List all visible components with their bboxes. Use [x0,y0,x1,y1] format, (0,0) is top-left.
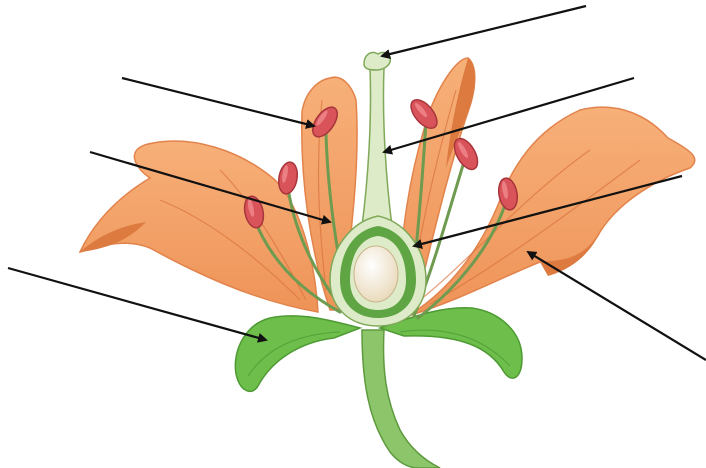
anther [276,161,299,196]
sepal-left [235,316,360,391]
pointer-anther [122,78,314,126]
ovule [354,246,398,302]
pointer-petal [528,252,706,360]
style [362,68,392,226]
pointer-stigma [382,6,586,56]
stem [362,330,440,468]
